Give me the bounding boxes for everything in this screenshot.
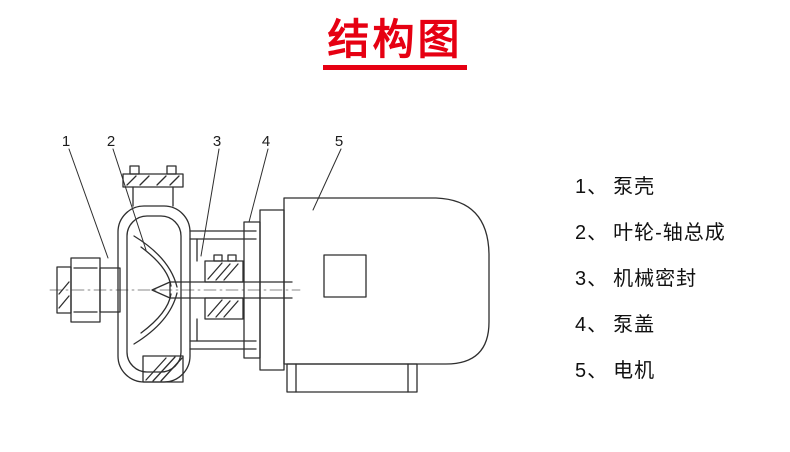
mechanical-seal <box>204 254 244 320</box>
legend-item-3: 3、机械密封 <box>575 262 726 291</box>
legend-item-number: 2、 <box>575 222 609 244</box>
legend-item-5: 5、电机 <box>575 354 726 383</box>
pump-structure-diagram: 1 2 3 4 5 <box>49 133 490 393</box>
legend-item-label: 叶轮-轴总成 <box>613 222 726 244</box>
callout-3: 3 <box>213 133 221 150</box>
legend-item-number: 1、 <box>575 176 609 198</box>
callout-leader-lines <box>68 148 342 259</box>
legend-item-number: 4、 <box>575 314 609 336</box>
page-title: 结构图 <box>327 16 463 63</box>
bracket <box>189 230 257 350</box>
motor <box>259 197 490 371</box>
callout-5: 5 <box>335 133 343 150</box>
callout-2: 2 <box>107 133 115 150</box>
legend-item-label: 机械密封 <box>613 268 698 290</box>
title-underline <box>323 65 467 70</box>
callout-4: 4 <box>262 133 270 150</box>
legend-item-number: 5、 <box>575 360 609 382</box>
legend-item-label: 泵壳 <box>613 176 656 198</box>
legend-item-label: 电机 <box>613 360 656 382</box>
legend-item-4: 4、泵盖 <box>575 308 726 337</box>
parts-legend: 1、泵壳 2、叶轮-轴总成 3、机械密封 4、泵盖 5、电机 <box>575 170 726 400</box>
suction-inlet <box>56 257 121 323</box>
motor-base <box>286 363 418 393</box>
legend-item-number: 3、 <box>575 268 609 290</box>
callout-1: 1 <box>62 133 70 150</box>
legend-item-label: 泵盖 <box>613 314 656 336</box>
legend-item-1: 1、泵壳 <box>575 170 726 199</box>
callout-numbers: 1 2 3 4 5 <box>62 133 343 150</box>
legend-item-2: 2、叶轮-轴总成 <box>575 216 726 245</box>
